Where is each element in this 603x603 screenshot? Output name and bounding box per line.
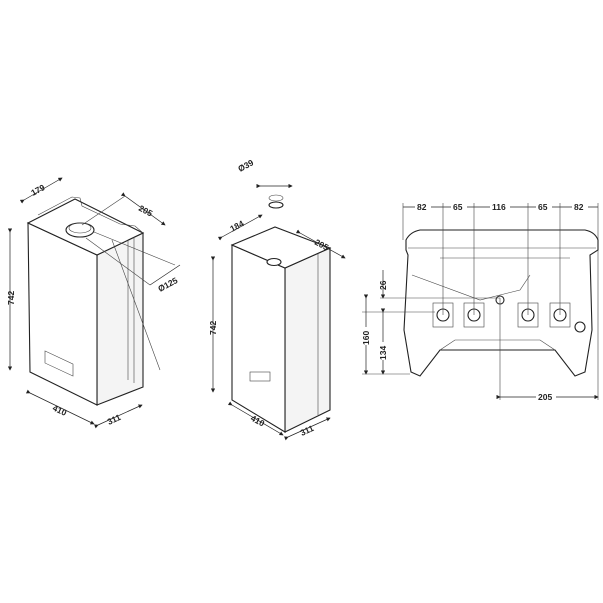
middle-pipe-diameter-label: Ø39 xyxy=(236,157,255,174)
middle-depth-label: 311 xyxy=(299,423,316,438)
middle-boiler-front xyxy=(231,244,286,433)
middle-height-label: 742 xyxy=(208,321,218,335)
control-panel xyxy=(249,371,271,382)
pipe-outlet xyxy=(266,257,282,267)
left-height-label: 742 xyxy=(6,291,16,305)
middle-depth-top-label: 184 xyxy=(228,218,245,234)
dim-26: 26 xyxy=(378,280,388,290)
bottom-view: 82 65 116 65 82 26 160 134 205 xyxy=(361,202,599,402)
dim-65-right: 65 xyxy=(538,202,548,212)
connection-pipes xyxy=(432,295,586,333)
dim-82-left: 82 xyxy=(417,202,427,212)
dim-65-left: 65 xyxy=(453,202,463,212)
dim-134: 134 xyxy=(378,346,388,360)
dim-205: 205 xyxy=(538,392,552,402)
left-boiler: 742 179 205 Ø125 410 311 xyxy=(6,177,181,429)
dim-82-right: 82 xyxy=(574,202,584,212)
left-depth-label: 311 xyxy=(106,412,123,427)
left-width-label: 410 xyxy=(51,403,68,418)
left-flue-offset-label: 205 xyxy=(137,203,154,219)
control-panel xyxy=(44,350,74,377)
dim-160: 160 xyxy=(361,331,371,345)
left-boiler-side xyxy=(96,232,144,406)
dim-116: 116 xyxy=(492,202,506,212)
left-flue-diameter-label: Ø125 xyxy=(156,275,179,294)
middle-boiler-side xyxy=(284,247,331,433)
middle-boiler: Ø39 742 184 205 410 311 xyxy=(208,157,346,441)
left-depth-top-label: 179 xyxy=(29,182,46,198)
